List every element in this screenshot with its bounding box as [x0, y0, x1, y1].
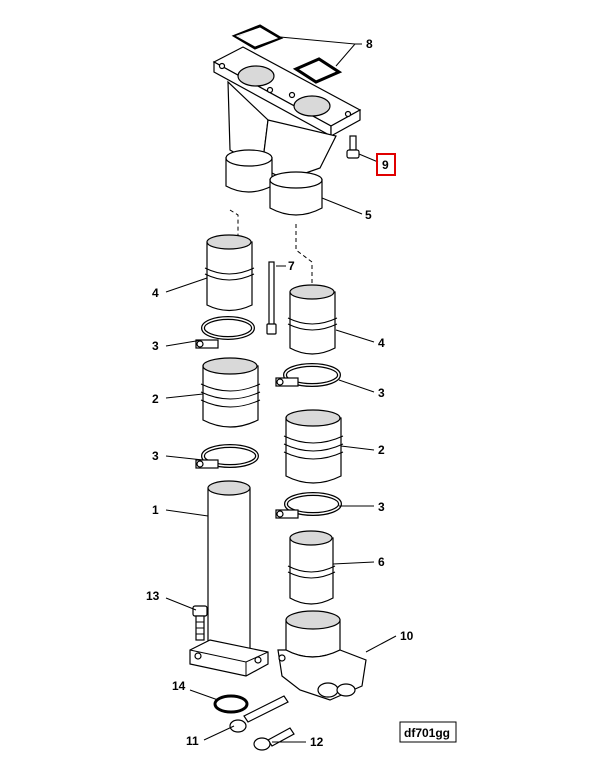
- callout-4-right: 4: [378, 336, 385, 350]
- bolt-13[interactable]: [192, 605, 208, 641]
- clamp-3-lower-right[interactable]: [275, 492, 342, 519]
- callout-13: 13: [146, 589, 160, 603]
- callout-6: 6: [378, 555, 385, 569]
- callout-7: 7: [288, 259, 295, 273]
- oring-14[interactable]: [213, 694, 249, 714]
- gasket-8-left[interactable]: [231, 24, 284, 50]
- clamp-3-upper-left[interactable]: [195, 316, 255, 349]
- callout-8: 8: [366, 37, 373, 51]
- callout-3-upper-right: 3: [378, 386, 385, 400]
- sleeve-4-right[interactable]: [287, 284, 338, 355]
- pipe-1[interactable]: [189, 480, 269, 677]
- highlight-box: [376, 153, 396, 176]
- callout-4-left: 4: [152, 286, 159, 300]
- centerline: [229, 209, 239, 238]
- callout-3-lower-left: 3: [152, 449, 159, 463]
- bolt-9[interactable]: [346, 135, 360, 159]
- elbow-10[interactable]: [277, 610, 367, 701]
- callout-3-upper-left: 3: [152, 339, 159, 353]
- gasket-8-right[interactable]: [292, 57, 343, 84]
- callout-12: 12: [310, 735, 324, 749]
- manifold-5[interactable]: [212, 46, 362, 216]
- callout-1: 1: [152, 503, 159, 517]
- sleeve-6[interactable]: [287, 530, 336, 605]
- callout-14: 14: [172, 679, 186, 693]
- bolt-11[interactable]: [229, 695, 289, 733]
- callout-2-left: 2: [152, 392, 159, 406]
- sleeve-4-left[interactable]: [204, 234, 255, 312]
- reference-code-box: df701gg: [399, 721, 457, 743]
- leader-lines: [165, 36, 397, 743]
- centerline: [295, 224, 313, 285]
- callout-10: 10: [400, 629, 414, 643]
- reference-code: df701gg: [404, 726, 450, 740]
- callout-2-right: 2: [378, 443, 385, 457]
- clamp-3-upper-right[interactable]: [275, 363, 341, 387]
- callout-5: 5: [365, 208, 372, 222]
- bellows-2-left[interactable]: [200, 357, 261, 428]
- stud-7[interactable]: [266, 261, 277, 335]
- clamp-3-lower-left[interactable]: [195, 444, 259, 469]
- bellows-2-right[interactable]: [283, 409, 344, 484]
- callout-9[interactable]: 9: [382, 158, 389, 172]
- bolt-12[interactable]: [253, 727, 295, 751]
- callout-3-lower-right: 3: [378, 500, 385, 514]
- callout-11: 11: [186, 734, 199, 748]
